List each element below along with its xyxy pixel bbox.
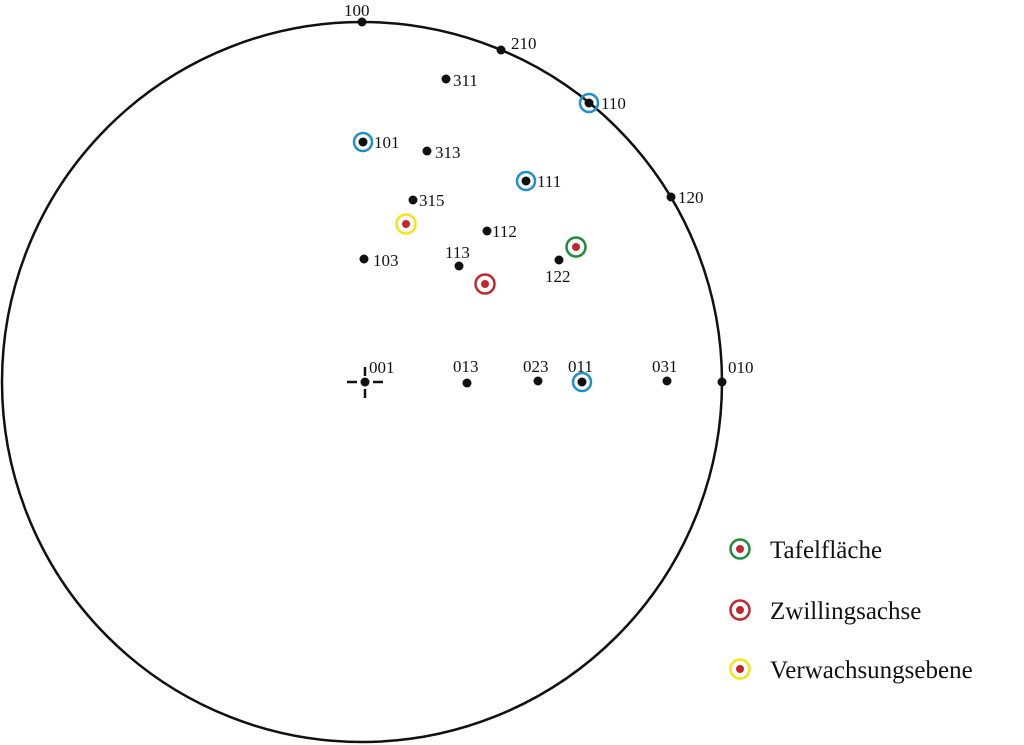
legend-item: Verwachsungsebene [729,657,973,684]
pole-dot [577,377,587,387]
special-point-verwachsung [395,213,417,235]
center-cross-icon [347,367,383,398]
pole-dot [533,376,543,386]
pole-label: 023 [523,357,549,376]
pole-ring [352,131,374,153]
pole-110: 110 [578,92,626,114]
pole-dot [408,195,418,205]
pole-101: 101 [352,131,400,153]
pole-label: 313 [435,143,461,162]
special-point-zwilling [474,273,496,295]
pole-dot [496,45,506,55]
pole-dot [717,377,727,387]
pole-dot [454,261,464,271]
pole-011: 011 [568,357,593,393]
pole-label: 122 [545,267,571,286]
pole-label: 103 [373,251,399,270]
pole-120: 120 [666,188,704,207]
legend-label: Tafelfläche [770,537,882,564]
pole-122: 122 [545,255,571,286]
pole-label: 111 [537,172,561,191]
pole-dot [462,378,472,388]
legend: TafelflächeZwillingsachseVerwachsungsebe… [729,537,973,684]
pole-315: 315 [408,191,445,210]
pole-311: 311 [441,71,478,90]
pole-100: 100 [344,1,370,27]
legend-label: Zwillingsachse [770,598,921,625]
pole-ring [515,170,537,192]
pole-dot [357,17,367,27]
pole-dot [422,146,432,156]
pole-dot [662,376,672,386]
pole-label: 210 [511,34,537,53]
pole-ring [578,92,600,114]
pole-label: 120 [678,188,704,207]
pole-dot [521,176,531,186]
pole-dot [482,226,492,236]
pole-label: 031 [652,357,678,376]
pole-112: 112 [482,222,517,241]
pole-001-label: 001 [369,358,395,377]
pole-010: 010 [717,358,754,387]
pole-label: 013 [453,357,479,376]
pole-210: 210 [496,34,537,55]
special-point-tafel [565,236,587,258]
pole-label: 311 [453,71,478,90]
pole-label: 010 [728,358,754,377]
pole-label: 315 [419,191,445,210]
pole-013: 013 [453,357,479,388]
pole-031: 031 [652,357,678,386]
pole-103: 103 [359,251,399,270]
pole-ring [571,371,593,393]
pole-dot [358,137,368,147]
pole-label: 110 [601,94,626,113]
pole-dot [584,98,594,108]
legend-item: Tafelfläche [729,537,882,564]
pole-313: 313 [422,143,461,162]
pole-dot [666,192,676,202]
pole-dot [441,74,451,84]
pole-023: 023 [523,357,549,386]
pole-label: 011 [568,357,593,376]
pole-label: 112 [492,222,517,241]
pole-dot [359,254,369,264]
pole-111: 111 [515,170,561,192]
legend-item: Zwillingsachse [729,598,921,625]
pole-label: 101 [374,133,400,152]
pole-label: 113 [445,243,470,262]
pole-dot [554,255,564,265]
pole-113: 113 [445,243,470,271]
pole-label: 100 [344,1,370,20]
legend-label: Verwachsungsebene [770,657,973,684]
pole-001-dot [360,377,370,387]
